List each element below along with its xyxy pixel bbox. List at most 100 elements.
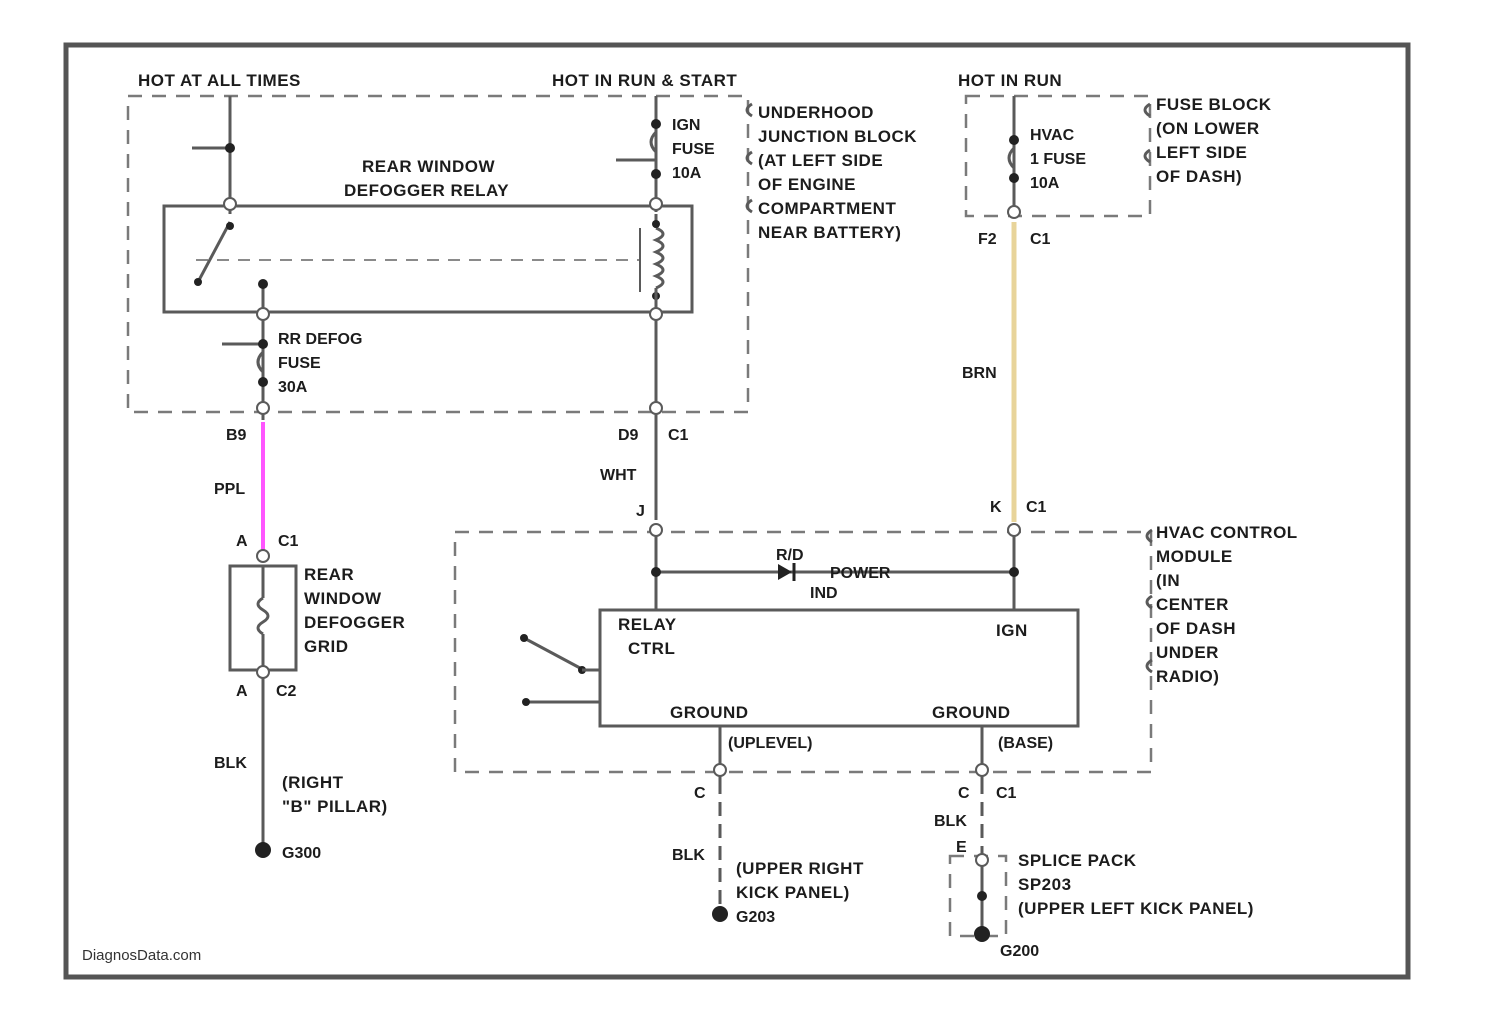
relay-ctrl-label-1: RELAY <box>618 615 677 634</box>
hvac-module-label-3: (IN <box>1156 571 1180 590</box>
connector-c-label-1: C <box>694 785 706 802</box>
connector-c-base <box>976 764 988 776</box>
ujb-label-1: UNDERHOOD <box>758 103 874 122</box>
connector-b9-label: B9 <box>226 427 247 444</box>
wire-color-brn: BRN <box>962 365 997 382</box>
module-switch-contact <box>522 698 530 706</box>
rr-fuse-label-3: 30A <box>278 379 308 396</box>
hvac-module-label-4: CENTER <box>1156 595 1229 614</box>
relay-terminal-bottom-right <box>650 308 662 320</box>
uplevel-label: (UPLEVEL) <box>728 735 812 752</box>
connector-c1-label-a: C1 <box>668 427 689 444</box>
hvac-module-label-2: MODULE <box>1156 547 1233 566</box>
ujb-label-6: NEAR BATTERY) <box>758 223 901 242</box>
ign-fuse-label-1: IGN <box>672 117 700 134</box>
relay-title-line1: REAR WINDOW <box>362 157 495 176</box>
relay-coil-symbol <box>656 228 663 288</box>
ground-g203-label: G203 <box>736 909 775 926</box>
wire-color-blk-1: BLK <box>214 755 247 772</box>
rr-fuse-top-dot <box>258 339 268 349</box>
relay-terminal-top-right <box>650 198 662 210</box>
splice-sp203-dot <box>977 891 987 901</box>
fuse-block-label-3: LEFT SIDE <box>1156 143 1247 162</box>
grid-label-3: DEFOGGER <box>304 613 405 632</box>
module-ign-label: IGN <box>996 621 1028 640</box>
connector-e-label: E <box>956 839 967 856</box>
ujb-label-2: JUNCTION BLOCK <box>758 127 917 146</box>
indicator-label-1: R/D <box>776 547 804 564</box>
ujb-label-3: (AT LEFT SIDE <box>758 151 883 170</box>
connector-k <box>1008 524 1020 536</box>
hvac-module-label-7: RADIO) <box>1156 667 1219 686</box>
wire-color-wht: WHT <box>600 467 637 484</box>
grid-label-2: WINDOW <box>304 589 382 608</box>
base-label: (BASE) <box>998 735 1053 752</box>
connector-a-c1 <box>257 550 269 562</box>
connector-a-label-2: A <box>236 683 248 700</box>
rr-fuse-label-2: FUSE <box>278 355 321 372</box>
grid-element-symbol <box>258 598 268 634</box>
relay-title-line2: DEFOGGER RELAY <box>344 181 509 200</box>
connector-j <box>650 524 662 536</box>
module-switch-arm <box>524 638 580 668</box>
relay-output-dot <box>258 279 268 289</box>
relay-switch-point <box>226 222 234 230</box>
connector-c1-label-b: C1 <box>1030 231 1051 248</box>
rr-fuse-label-1: RR DEFOG <box>278 331 362 348</box>
connector-f2 <box>1008 206 1020 218</box>
ign-fuse-top-dot <box>651 119 661 129</box>
hvac-module-label-6: UNDER <box>1156 643 1219 662</box>
hvac-fuse-bottom-dot <box>1009 173 1019 183</box>
splice-pack-label-2: SP203 <box>1018 875 1072 894</box>
grid-label-1: REAR <box>304 565 354 584</box>
indicator-label-2: POWER <box>830 565 891 582</box>
ground-g203-symbol <box>712 906 728 922</box>
ground-g200-symbol <box>974 926 990 942</box>
wire-color-blk-2: BLK <box>672 847 705 864</box>
fuse-block-label-2: (ON LOWER <box>1156 119 1260 138</box>
hvac-module-label-1: HVAC CONTROL <box>1156 523 1298 542</box>
kick-panel-label-2: KICK PANEL) <box>736 883 850 902</box>
ujb-label-5: COMPARTMENT <box>758 199 896 218</box>
connector-d9 <box>650 402 662 414</box>
hvac-module-label-5: OF DASH <box>1156 619 1236 638</box>
ground-g300-label: G300 <box>282 845 321 862</box>
indicator-label-3: IND <box>810 585 838 602</box>
hvac-fuse-top-dot <box>1009 135 1019 145</box>
ground-g300-symbol <box>255 842 271 858</box>
label-hot-at-all-times: HOT AT ALL TIMES <box>138 71 301 90</box>
splice-pack-label-1: SPLICE PACK <box>1018 851 1137 870</box>
connector-j-label: J <box>636 503 645 520</box>
indicator-diode-icon <box>778 564 792 580</box>
relay-switch-contact <box>198 222 230 282</box>
connector-c-uplevel <box>714 764 726 776</box>
label-hot-in-run: HOT IN RUN <box>958 71 1062 90</box>
connector-d9-label: D9 <box>618 427 639 444</box>
connector-k-label: K <box>990 499 1002 516</box>
ground-label-1: GROUND <box>670 703 749 722</box>
connector-c1-label-c: C1 <box>278 533 299 550</box>
wire-color-blk-3: BLK <box>934 813 967 830</box>
wire-color-ppl: PPL <box>214 481 245 498</box>
connector-c-label-2: C <box>958 785 970 802</box>
relay-switch-pivot <box>194 278 202 286</box>
ujb-label-4: OF ENGINE <box>758 175 856 194</box>
watermark: DiagnosData.com <box>82 947 201 964</box>
connector-e <box>976 854 988 866</box>
fuse-block-label-4: OF DASH) <box>1156 167 1242 186</box>
hvac-fuse-label-3: 10A <box>1030 175 1060 192</box>
hvac-module-bracket <box>1147 530 1152 672</box>
indicator-splice-right <box>1009 567 1019 577</box>
hvac-fuse-label-2: 1 FUSE <box>1030 151 1086 168</box>
pillar-label-1: (RIGHT <box>282 773 344 792</box>
ground-g200-label: G200 <box>1000 943 1039 960</box>
relay-ctrl-label-2: CTRL <box>628 639 675 658</box>
connector-a-label-1: A <box>236 533 248 550</box>
indicator-splice-left <box>651 567 661 577</box>
connector-a-c2 <box>257 666 269 678</box>
ign-fuse-bottom-dot <box>651 169 661 179</box>
kick-panel-label-1: (UPPER RIGHT <box>736 859 864 878</box>
ign-fuse-label-2: FUSE <box>672 141 715 158</box>
ground-label-2: GROUND <box>932 703 1011 722</box>
connector-c1-label-d: C1 <box>1026 499 1047 516</box>
